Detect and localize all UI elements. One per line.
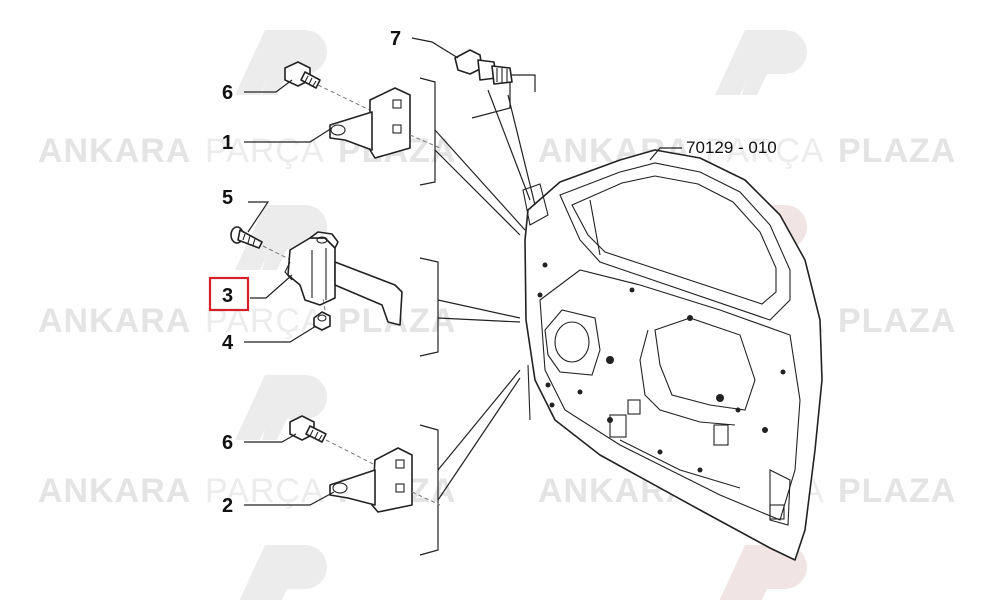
callout-leaders xyxy=(244,37,682,506)
svg-text:ANKARA: ANKARA xyxy=(38,472,191,510)
callout-7[interactable]: 7 xyxy=(390,28,401,50)
callout-5[interactable]: 5 xyxy=(222,187,233,209)
watermark-logo xyxy=(715,30,807,95)
part-nut[interactable] xyxy=(313,297,331,331)
door-shell xyxy=(522,149,823,561)
part-pin[interactable] xyxy=(454,49,513,85)
callout-6-upper[interactable]: 6 xyxy=(222,82,233,104)
svg-text:PLAZA: PLAZA xyxy=(838,132,956,170)
svg-text:PARÇA: PARÇA xyxy=(705,132,825,170)
part-bolt-upper[interactable] xyxy=(284,61,381,116)
svg-text:PLAZA: PLAZA xyxy=(838,302,956,340)
part-hinge-upper[interactable] xyxy=(329,87,441,159)
callout-4[interactable]: 4 xyxy=(222,332,234,354)
svg-text:ANKARA: ANKARA xyxy=(38,132,191,170)
watermark-logo xyxy=(235,30,327,95)
part-hinge-lower[interactable] xyxy=(329,447,441,513)
watermark-row: ANKARA PARÇA PLAZA ANKARA PARÇA PLAZA xyxy=(38,472,956,510)
bracket-lines xyxy=(419,74,536,556)
part-door-check-strap[interactable] xyxy=(284,231,403,326)
svg-text:PARÇA: PARÇA xyxy=(205,132,325,170)
callout-1[interactable]: 1 xyxy=(222,132,233,154)
callout-labels: 7 6 1 5 3 4 6 2 70129 - 010 xyxy=(222,28,777,517)
watermark-logo xyxy=(235,375,327,440)
callout-2[interactable]: 2 xyxy=(222,495,233,517)
callout-3[interactable]: 3 xyxy=(222,285,233,307)
svg-text:PARÇA: PARÇA xyxy=(205,472,325,510)
callout-highlight-box xyxy=(208,276,250,312)
svg-text:ANKARA: ANKARA xyxy=(38,302,191,340)
reference-code: 70129 - 010 xyxy=(686,138,777,157)
watermark-row: ANKARA PARÇA PLAZA ANKARA PARÇA PLAZA xyxy=(38,132,956,170)
svg-text:PLAZA: PLAZA xyxy=(838,472,956,510)
part-bolt-lower[interactable] xyxy=(289,415,386,471)
watermark-logo xyxy=(239,545,327,600)
callout-6-lower[interactable]: 6 xyxy=(222,432,233,454)
